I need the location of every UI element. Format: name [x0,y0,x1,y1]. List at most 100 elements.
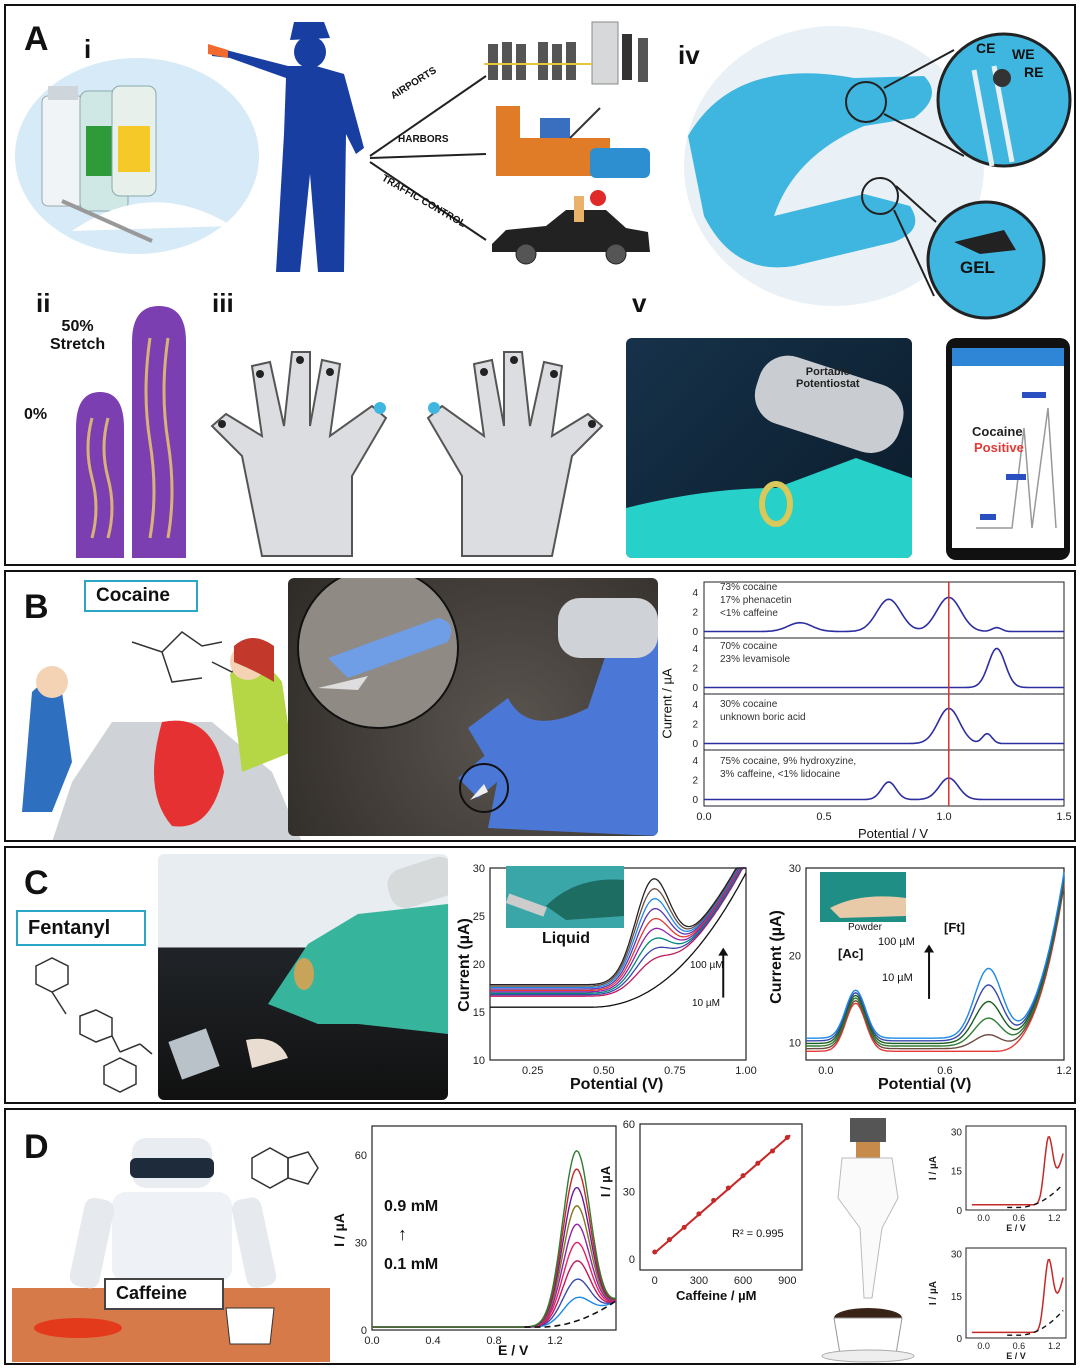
fent-left-series [490,867,746,993]
cocaine-ytick: 2 [692,607,698,618]
caf-main-series [372,1149,617,1328]
electrode-re: RE [1024,64,1044,80]
cocaine-annot-2-0: 30% cocaine [720,699,778,710]
fent-right-ytick: 30 [789,863,801,875]
fent-left-series [490,867,746,994]
fent-left-ytick: 25 [473,911,485,923]
caf-small-top-ytick: 15 [951,1167,963,1178]
caf-cal-fit [654,1134,791,1254]
electrode-we: WE [1012,46,1035,62]
cocaine-xtick: 0.0 [696,811,711,823]
caf-small-bottom-xtick: 0.0 [977,1341,990,1351]
panel-a: A i AIRPORTS HARBORS TRAFFIC CONTROL [4,4,1076,566]
caf-small-top-xtick: 1.2 [1048,1213,1061,1223]
panel-d-label: D [24,1128,49,1166]
police-figure [208,22,364,272]
caf-cal-xlabel: Caffeine / µM [676,1288,757,1303]
caf-arrow: ↑ [398,1224,407,1244]
caf-main-ylabel: I / µA [330,1213,347,1247]
fent-left-series [490,867,746,997]
caf-small-bottom-ytick: 30 [951,1250,963,1261]
panel-a-label: A [24,20,49,58]
caf-small-top-xtick: 0.6 [1013,1213,1026,1223]
cocaine-label: Cocaine [84,580,198,612]
caf-small-bottom-xlabel: E / V [1006,1351,1026,1361]
cocaine-ytick: 2 [692,663,698,674]
caf-low-label: 0.1 mM [384,1256,439,1273]
cocaine-ytick: 4 [692,588,698,599]
cocaine-annot-3-1: 3% caffeine, <1% lidocaine [720,769,841,780]
caf-small-top-ylabel: I / µA [928,1156,939,1180]
cocaine-ytick: 4 [692,756,698,767]
fent-left-high: 100 µM [690,960,724,971]
caf-main-frame [371,1125,617,1331]
panel-a-sub-i: i [84,34,92,64]
caf-cal-xtick: 300 [690,1275,708,1287]
caf-main-series [372,1223,617,1328]
cocaine-ytick: 0 [692,683,698,694]
coffee-glove-illustration [821,1118,915,1363]
fent-right-ytick: 10 [789,1038,801,1050]
airport-scene [484,21,648,85]
cocaine-ytick: 0 [692,795,698,806]
fent-left-ytick: 20 [473,959,485,971]
electrode-ce: CE [976,40,996,56]
powder-label: Powder [848,922,882,933]
caf-main-ytick: 30 [355,1238,367,1250]
potentiostat-photo: Portable Potentiostat [626,338,912,558]
caf-main-xtick: 0.4 [425,1335,440,1347]
panel-a-sub-iv: iv [678,40,700,70]
fent-right-xtick: 0.0 [818,1065,833,1077]
cocaine-xlabel: Potential / V [858,826,929,841]
fent-right-ylabel: Current (µA) [767,910,785,1004]
caf-small-bottom-ytick: 0 [956,1334,962,1345]
cocaine-annot-1-0: 70% cocaine [720,641,778,652]
caf-main-xtick: 0.8 [486,1335,501,1347]
cocaine-ytick: 0 [692,739,698,750]
fent-left-xtick: 1.00 [735,1065,756,1077]
fent-left-xtick: 0.25 [522,1065,543,1077]
fent-left-xlabel: Potential (V) [570,1076,664,1093]
fent-right-series [806,882,1065,1050]
cocaine-glove-photo [288,578,658,836]
cocaine-ytick: 0 [692,627,698,638]
caf-small-bottom-xtick: 0.6 [1013,1341,1026,1351]
fent-left-series [490,867,746,986]
route-harbors: HARBORS [398,134,449,145]
powder-inset [820,872,906,922]
fent-right-xtick: 1.2 [1056,1065,1071,1077]
traffic-scene [492,190,650,265]
fentanyl-label: Fentanyl [16,910,146,946]
fent-right-low: 10 µM [882,972,913,984]
zero-percent-label: 0% [24,406,48,423]
fent-left-series [490,867,746,992]
cocaine-series-line [704,707,1064,745]
caf-main-xtick: 1.2 [547,1335,562,1347]
caf-cal-frame [639,1123,803,1271]
caf-main-blank [524,1300,617,1328]
caf-cal-ytick: 0 [629,1254,635,1266]
cocaine-xtick: 1.0 [936,811,951,823]
cocaine-ytick: 2 [692,775,698,786]
cocaine-annot-1-1: 23% levamisole [720,654,791,665]
airport-check-illustration [22,631,302,840]
cocaine-ytick: 2 [692,719,698,730]
caf-small-bottom-ylabel: I / µA [928,1281,939,1305]
gloves-illustration [210,351,604,557]
fent-right-series [806,885,1065,1052]
fent-right-ytick: 20 [789,950,801,962]
fent-right-series [806,877,1065,1045]
cocaine-annot-0-2: <1% caffeine [720,608,778,619]
gel-label: GEL [960,258,995,277]
fent-right-arrowhead [924,944,935,953]
caf-cal-ytick: 30 [623,1186,635,1198]
caf-cal-ytick: 60 [623,1119,635,1131]
caf-cal-point [725,1185,731,1191]
caf-small-bottom-xtick: 1.2 [1048,1341,1061,1351]
panel-a-sub-v: v [632,288,647,318]
caf-main-xtick: 0.0 [364,1335,379,1347]
